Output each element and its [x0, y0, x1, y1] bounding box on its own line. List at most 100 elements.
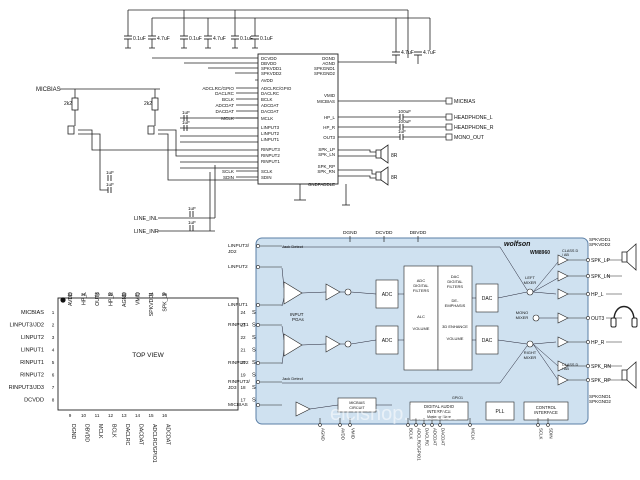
pin-number: 9 — [69, 413, 72, 418]
block-input-label: RINPUT2 — [228, 360, 249, 366]
pin-number: 31 — [81, 292, 87, 297]
chip-pin-right: SPK_LP — [318, 147, 335, 152]
block-input-label: JD3 — [228, 385, 237, 391]
block-bottom-pin — [430, 423, 434, 427]
chip-pin-left: DACLRC — [261, 91, 279, 96]
pin-name: BCLK — [111, 424, 117, 438]
input-cap-value: 1uF — [106, 182, 114, 187]
chip-pin-left: ADCDAT — [261, 103, 279, 108]
block-output-label: SPK_LN — [591, 274, 611, 280]
signal-label: MCLK — [221, 116, 235, 121]
pin-number: 7 — [52, 385, 55, 390]
jack-detect-top: Jack Detect — [282, 244, 304, 249]
codec-chip-body — [257, 53, 339, 185]
input-cap-value: 1uF — [182, 110, 190, 115]
pin-number: 14 — [135, 413, 141, 418]
alc-label: ALC — [417, 314, 425, 319]
block-output-label: HP_L — [591, 292, 604, 298]
block-bottom-label: VMID — [351, 428, 356, 439]
block-output-label: OUT3 — [591, 316, 605, 322]
cap-top: 0.1uF — [251, 18, 273, 49]
adc-filters-box — [403, 265, 439, 371]
output-cap-value: 1uF — [398, 129, 406, 134]
cap-top-value: 4.7uF — [157, 36, 170, 42]
adc-volume-label: VOLUME — [413, 326, 430, 331]
dac-volume-label: VOLUME — [447, 336, 464, 341]
pin-number: 26 — [148, 292, 154, 297]
chip-pin-right: SPKGND2 — [314, 71, 336, 76]
pin-number: 3 — [52, 335, 55, 340]
output-cap-value: 100uF — [398, 109, 411, 114]
chip-pin-right: HP_L — [324, 115, 336, 120]
block-output-label: SPK_RP — [591, 378, 611, 384]
pin-name: DBVDD — [84, 424, 90, 442]
pin-number: 29 — [108, 292, 114, 297]
chip-pin-left: LINPUT2 — [261, 131, 280, 136]
chip-pin-left: LINPUT3 — [261, 125, 280, 130]
pin-number: 12 — [108, 413, 114, 418]
resistor-left — [71, 97, 79, 111]
pin-name: LINPUT1 — [21, 348, 44, 354]
cap-top: 0.1uF — [124, 10, 146, 49]
sum-right-icon — [344, 340, 352, 348]
pin-number: 11 — [95, 413, 100, 418]
dac-right-label: DAC — [482, 338, 493, 344]
block-output-label: HP_R — [591, 340, 605, 346]
chip-pin-left: SPKVDD2 — [261, 71, 282, 76]
cap-top-value: 0.1uF — [260, 36, 273, 42]
block-output-pin — [586, 274, 590, 278]
block-input-pin — [256, 361, 260, 365]
input-cap: 1uF — [106, 170, 114, 181]
de-emphasis-label: DE-EMPHASIS — [445, 298, 466, 308]
pin-name: RINPUT3/JD3 — [9, 385, 44, 391]
pin-number: 5 — [52, 360, 55, 365]
block-output-pin — [586, 340, 590, 344]
block-right-supply: SPKVDD1 — [589, 237, 611, 242]
jack-detect-bottom: Jack Detect — [282, 376, 304, 381]
micbias-label: MICBIAS — [36, 87, 61, 93]
line-in-right-label: LINE_INR — [134, 229, 159, 235]
block-left-inputs: LINPUT3/JD2LINPUT2LINPUT1RINPUT1RINPUT2R… — [228, 243, 559, 410]
vmid-buffer-icon — [295, 401, 311, 417]
chip-pin-left: LINPUT1 — [261, 137, 280, 142]
pin-number: 27 — [135, 292, 141, 297]
block-output-pin — [586, 292, 590, 296]
output-connector-label: MICBIAS — [454, 99, 476, 105]
chip-pin-right: OUT3 — [323, 135, 335, 140]
block-bottom-label: DACLRC — [425, 428, 430, 446]
output-cap: 1uF — [338, 129, 446, 140]
pin-name: ADCDAT — [165, 424, 171, 446]
pin-number: 24 — [240, 310, 246, 315]
input-cap: 1uF — [188, 206, 196, 217]
signal-path — [532, 261, 559, 293]
block-input-pin — [256, 244, 260, 248]
output-caps: 100uF100uF1uFMICBIASHEADPHONE_LHEADPHONE… — [338, 97, 494, 141]
block-output-label: SPK_LP — [591, 258, 611, 264]
signal-label: BCLK — [222, 97, 235, 102]
output-driver-icon — [557, 312, 569, 324]
chip-pin-right: SPK_RP — [318, 164, 335, 169]
block-top-supply: DGND — [343, 230, 358, 236]
part-number: WM8960 — [530, 250, 550, 256]
cap-top-value: 0.1uF — [240, 36, 253, 42]
watermark: elcishop.kz.ua — [330, 403, 458, 425]
chip-pin-right: SPK_RN — [317, 169, 335, 174]
cap-top: 0.1uF — [180, 10, 202, 49]
block-bottom-pin — [338, 423, 342, 427]
output-connector: MONO_OUT — [445, 133, 485, 141]
pin-name: RINPUT1 — [20, 360, 44, 366]
block-output-pin — [586, 258, 590, 262]
pin-number: 1 — [52, 310, 55, 315]
digital-signal-lines: ADCLRC/GPIODACLRCBCLKADCDATDACDATMCLKSCL… — [202, 86, 258, 180]
output-driver-icon — [557, 360, 569, 372]
speaker-right-label: 8R — [391, 175, 398, 181]
block-output-pin — [586, 316, 590, 320]
pin-number: 20 — [240, 360, 246, 365]
input-cap: 1uF — [182, 120, 190, 131]
